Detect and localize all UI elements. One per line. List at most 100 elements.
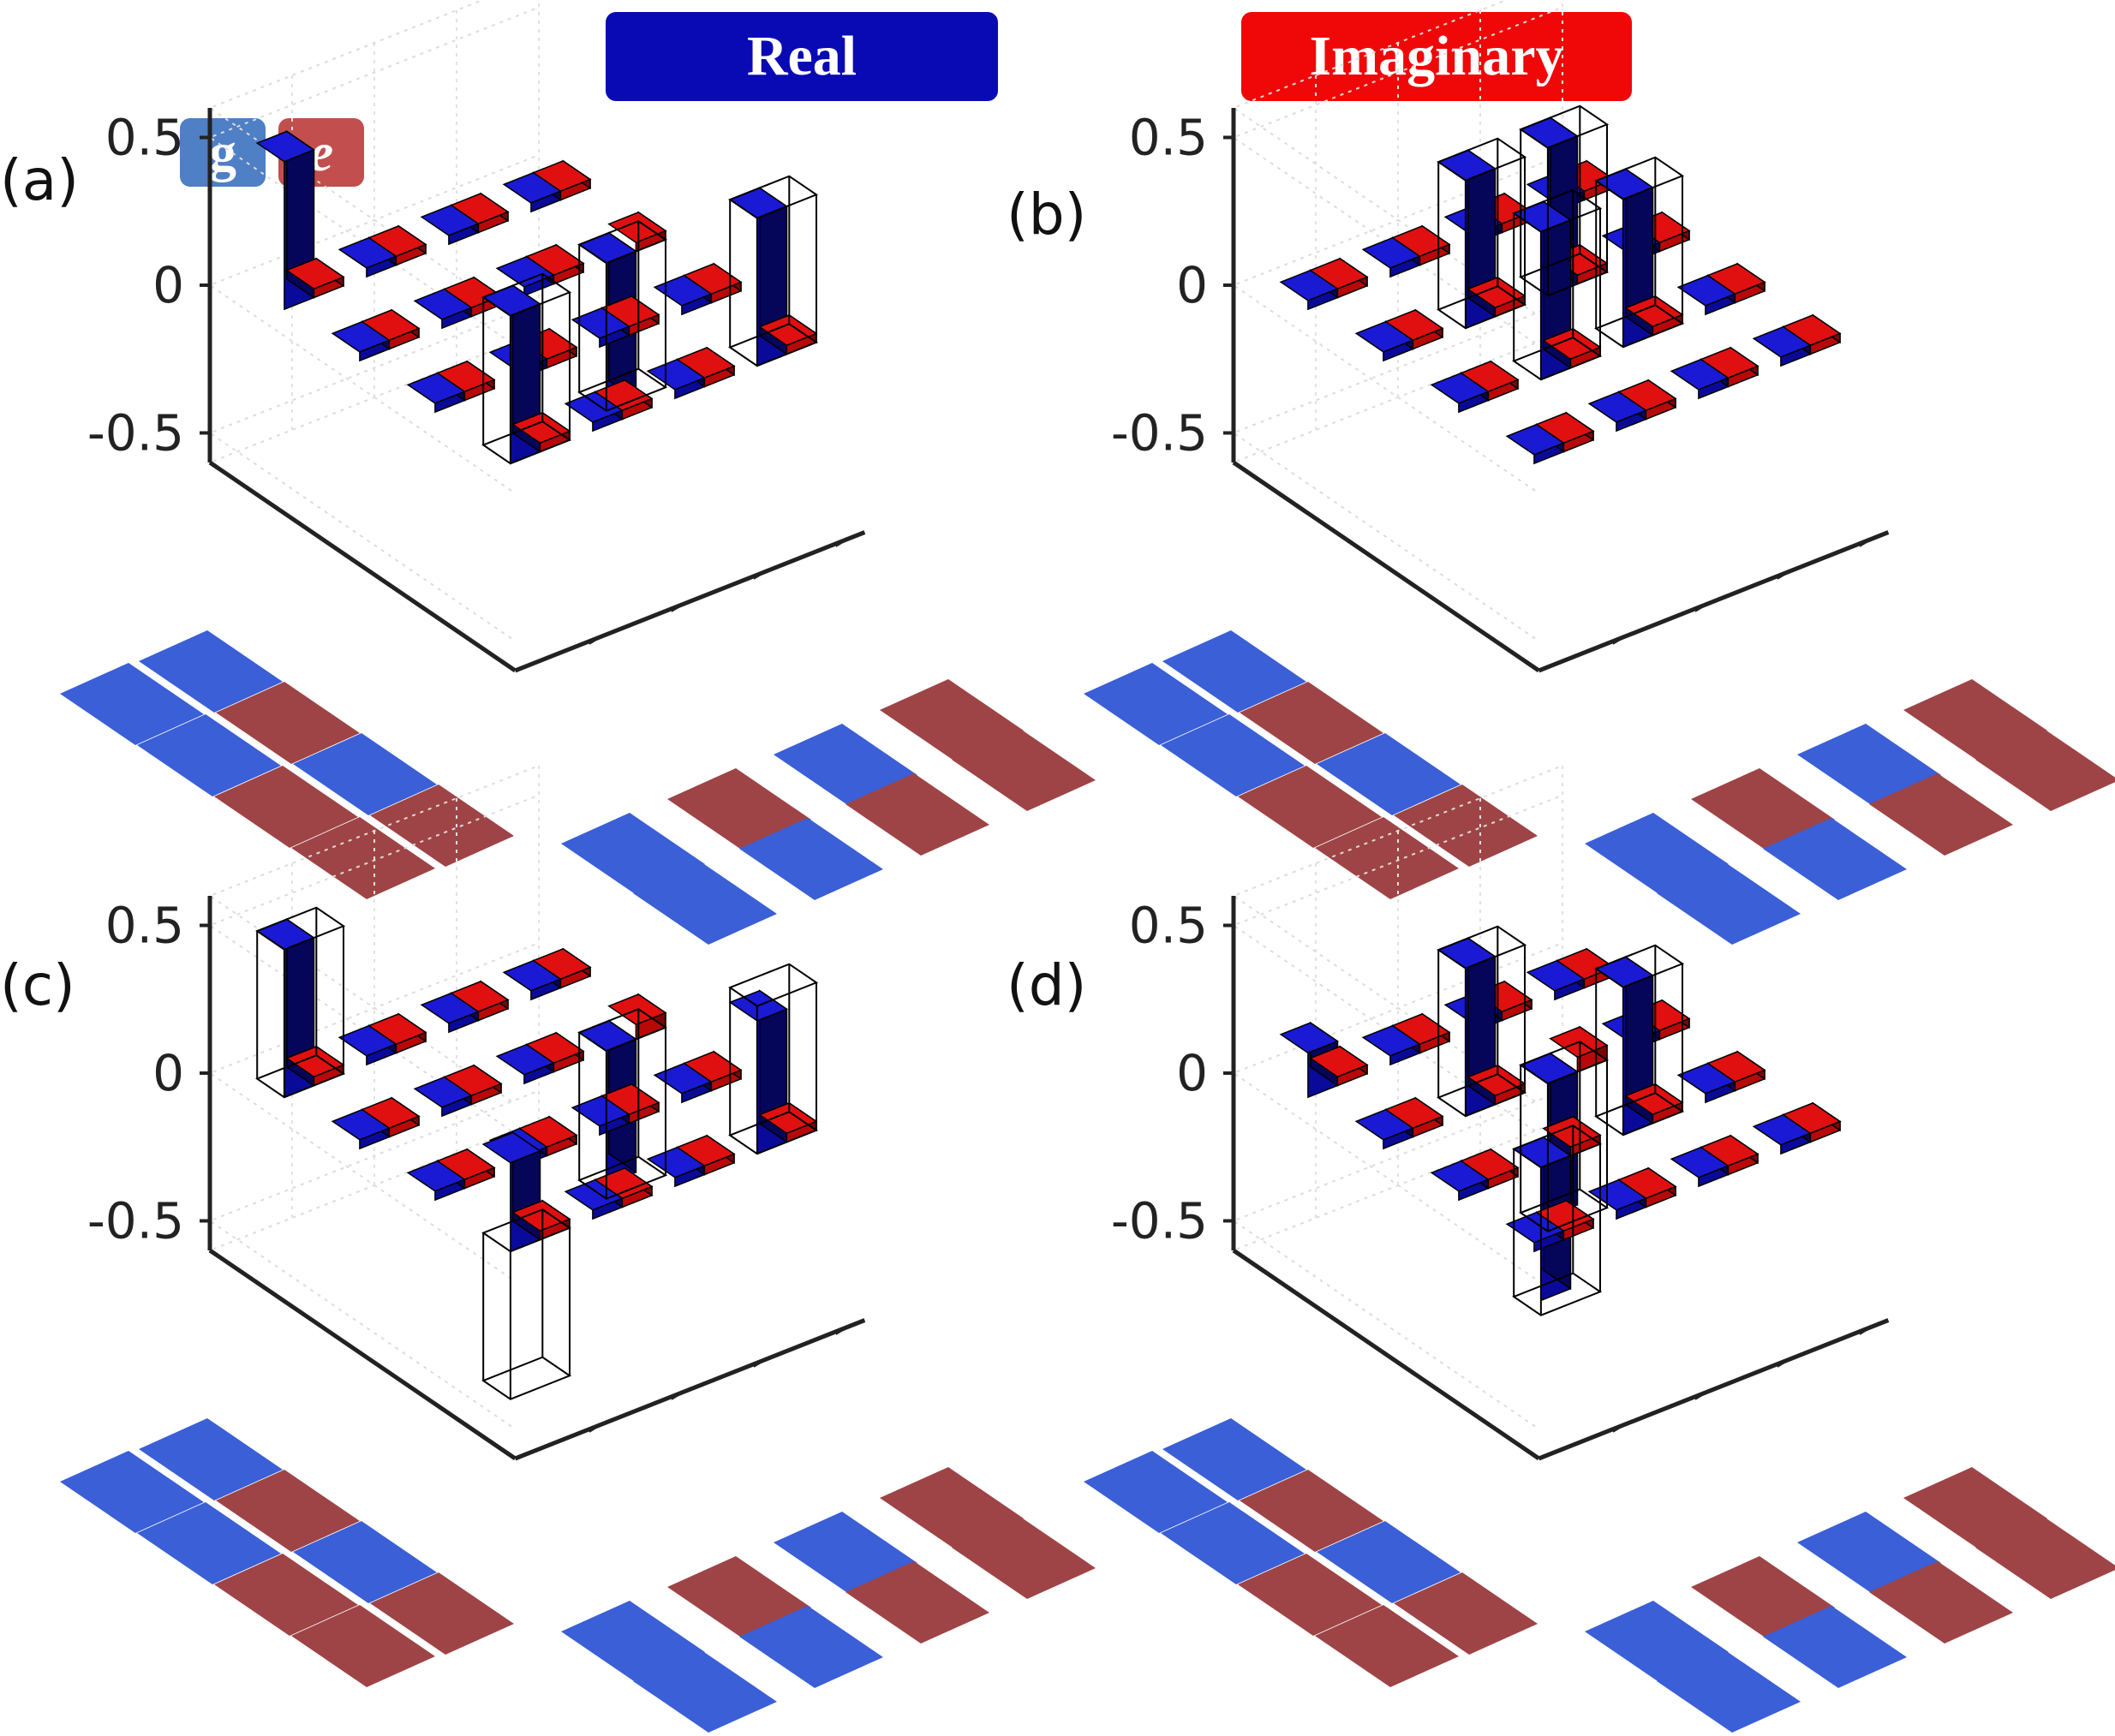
imag-bar-top — [367, 1013, 427, 1046]
imag-bar-top — [1460, 1148, 1520, 1181]
panel-label-d: (d) — [1007, 952, 1087, 1018]
state-tile-col — [1691, 768, 1835, 850]
imag-bar-top — [518, 1116, 578, 1148]
y-axis — [1232, 460, 1540, 673]
imag-bar-top — [511, 1200, 571, 1232]
imag-bar-top — [361, 309, 421, 342]
state-tile-col — [1691, 1556, 1835, 1638]
state-tile-row — [1084, 663, 1228, 745]
state-tile-row — [293, 1521, 437, 1603]
state-tile-row — [291, 1605, 435, 1687]
state-tile-row — [1240, 682, 1383, 764]
ideal-frame-top — [1519, 1041, 1610, 1085]
imag-bar-top — [1309, 258, 1369, 290]
imag-bar-top — [1700, 1135, 1760, 1167]
imag-bar-top — [1535, 1200, 1595, 1232]
state-tile-col — [739, 1606, 883, 1688]
x-tick — [752, 1359, 763, 1368]
state-tile-row — [216, 682, 360, 764]
x-tick — [588, 1424, 599, 1433]
imag-bar-top — [676, 347, 736, 379]
x-tick — [670, 1392, 681, 1400]
ideal-frame-top — [255, 906, 346, 951]
state-tile-col — [1585, 813, 1729, 895]
state-tile-row — [216, 1470, 360, 1552]
grid-line — [1231, 154, 1563, 492]
state-tile-row — [1317, 1521, 1461, 1603]
state-tile-col — [1797, 724, 1941, 806]
z-tick-label: 0 — [152, 1044, 184, 1102]
key-ground-state: g — [180, 118, 266, 187]
imag-bar-top — [594, 1167, 654, 1200]
imag-bar-top — [1782, 1102, 1842, 1135]
x-tick — [1858, 539, 1869, 547]
imag-bar-top — [361, 1097, 421, 1130]
z-tick-label: -0.5 — [87, 404, 184, 462]
imag-bar-top — [1384, 1097, 1444, 1130]
panel-label-c: (c) — [0, 952, 75, 1018]
imag-bar-top — [450, 981, 510, 1013]
ideal-frame-top — [1512, 188, 1603, 233]
imag-bar-top — [1460, 361, 1520, 393]
state-tile-row — [137, 1502, 281, 1584]
state-tile-row — [291, 817, 435, 899]
state-tile-row — [137, 714, 281, 796]
state-tile-col — [561, 813, 705, 895]
grid-line — [207, 942, 540, 1280]
ideal-frame-top — [1519, 104, 1610, 149]
grid-line — [207, 301, 540, 640]
state-tile-col — [880, 679, 1024, 761]
state-tile-row — [1162, 1418, 1306, 1500]
grid-line — [1231, 6, 1563, 344]
state-tile-row — [1238, 766, 1382, 848]
imag-bar-top — [1706, 1051, 1766, 1083]
x-axis — [514, 1318, 866, 1461]
legend-imaginary: Imaginary — [1241, 12, 1632, 101]
imag-bar-top — [1617, 379, 1677, 412]
imag-bar-top — [594, 379, 654, 412]
z-tick-label: 0.5 — [105, 897, 184, 955]
imag-bar-top — [607, 212, 667, 244]
panel-label-a: (a) — [0, 147, 79, 213]
grid-line — [207, 6, 540, 344]
state-tile-row — [1161, 1502, 1305, 1584]
state-tile-row — [293, 733, 437, 815]
x-tick — [1776, 1359, 1787, 1368]
ideal-frame-top — [577, 1008, 668, 1053]
state-tile-row — [1161, 714, 1305, 796]
state-tile-col — [667, 768, 811, 850]
state-tile-col — [1657, 1650, 1801, 1733]
state-tile-row — [1315, 817, 1459, 899]
x-axis — [514, 530, 866, 673]
state-tile-col — [1869, 773, 2013, 856]
state-tile-row — [370, 784, 514, 867]
imag-bar-top — [532, 160, 592, 193]
panel-0: 0.50-0.5 — [60, 0, 1096, 945]
imag-bar-top — [1782, 314, 1842, 347]
state-tile-col — [845, 773, 989, 856]
z-tick-label: -0.5 — [1111, 1192, 1208, 1250]
state-tile-col — [633, 1650, 777, 1733]
state-tile-row — [1315, 1605, 1459, 1687]
imag-bar-top — [1617, 1167, 1677, 1200]
state-tile-col — [1797, 1512, 1941, 1594]
y-axis — [1232, 1248, 1540, 1461]
z-tick-label: 0 — [152, 256, 184, 314]
x-tick — [1611, 1424, 1622, 1433]
x-tick — [1776, 571, 1787, 580]
y-axis — [208, 1248, 517, 1461]
imag-bar-top — [450, 193, 510, 225]
state-tile-row — [1394, 784, 1538, 867]
y-axis — [208, 460, 517, 673]
ideal-frame-bottom — [481, 1356, 572, 1400]
x-tick — [1694, 1392, 1705, 1400]
ideal-frame-top — [1437, 925, 1527, 969]
state-tile-col — [952, 729, 1096, 811]
grid-line — [1231, 794, 1563, 1132]
ideal-frame-top — [481, 1208, 572, 1253]
state-tile-col — [739, 818, 883, 900]
imag-bar-top — [600, 295, 660, 328]
grid-line — [1231, 1089, 1563, 1428]
legend-real-label: Real — [746, 25, 857, 87]
state-tile-col — [880, 1467, 1024, 1549]
